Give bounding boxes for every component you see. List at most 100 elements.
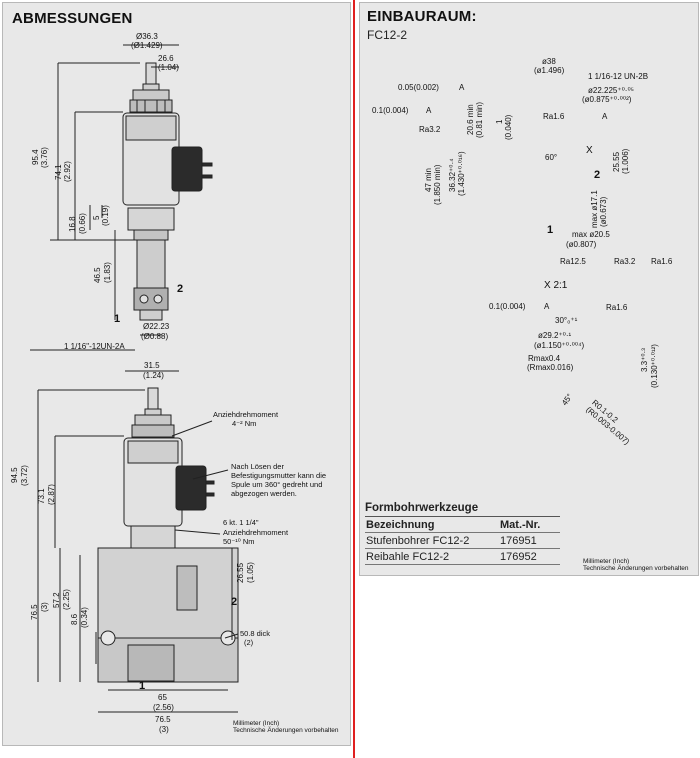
dim-8: 8.6 (70, 613, 79, 625)
dim-73: 73.1 (37, 488, 46, 504)
dim-5: 5 (92, 215, 101, 220)
port-1-top: 1 (114, 313, 121, 325)
col-bezeichnung: Bezeichnung (366, 519, 435, 531)
cav-angle: 60° (545, 153, 558, 162)
cavity-subtitle: FC12-2 (367, 28, 408, 42)
footer-right-1: Millimeter (Inch) (583, 558, 630, 565)
dim-5-in: (0.19) (101, 205, 110, 226)
cav-dia-22-in: (ø0.875⁺⁰·⁰⁰²) (582, 95, 632, 104)
torque1-label: Anziehdrehmoment (213, 410, 279, 419)
datum-a: A (602, 112, 608, 121)
detail-rmax: Rmax0.4 (528, 354, 561, 363)
tol-par-ref: A (426, 106, 432, 115)
coil-note: Nach Lösen der Befestigungsmutter kann d… (231, 462, 327, 498)
detail-x-scale: X 2:1 (544, 280, 568, 291)
dim-94-in: (3.72) (20, 465, 29, 486)
hex-spec: 6 kt. 1 1/4" (223, 518, 259, 527)
torque2-value: 50⁻¹⁰ Nm (223, 537, 255, 546)
connector (171, 146, 203, 192)
cav-dia20-in: (ø0.807) (566, 240, 597, 249)
footer-left-1: Millimeter (Inch) (233, 720, 280, 727)
cavity-panel (359, 2, 699, 576)
cav-d20-in: (0.81 min) (475, 101, 484, 138)
dim-74-in: (2.92) (63, 161, 72, 182)
detail-dia-in: (ø1.150⁺⁰·⁰⁰⁴) (534, 341, 585, 350)
cav-d47: 47 min (424, 167, 433, 192)
detail-h33-in: (0.130⁺⁰·⁰¹²) (650, 344, 659, 388)
table-row: Stufenbohrer FC12-2 176951 (365, 533, 560, 549)
detail-angle: 30°₀⁺¹ (555, 316, 578, 325)
cav-dia20: max ø20.5 (572, 230, 610, 239)
thread-spec: 1 1/16"-12UN-2A (64, 342, 125, 351)
table-row: Reibahle FC12-2 176952 (365, 549, 560, 565)
cav-dia17: max ø17.1 (590, 190, 599, 228)
port-2-top: 2 (177, 283, 184, 295)
dim-dia-bottom: Ø22.23 (143, 322, 170, 331)
torque1-value: 4⁻² Nm (232, 419, 257, 428)
dim-76-v: 76.5 (30, 604, 39, 620)
manifold-block (97, 547, 239, 639)
tools-header-row: Bezeichnung Mat.-Nr. (365, 517, 560, 533)
cav-d47-in: (1.850 min) (433, 164, 442, 205)
dim-76-h-in: (3) (159, 725, 169, 734)
cav-d1-in: (0.040) (504, 114, 513, 140)
cav-dia-22: ø22.225⁺⁰·⁰⁵ (588, 86, 634, 95)
tools-table: Formbohrwerkzeuge Bezeichnung Mat.-Nr. S… (365, 502, 560, 565)
dim-95: 95.4 (31, 149, 40, 165)
dim-26-55-in: (1.05) (246, 562, 255, 583)
dim-46-in: (1.83) (103, 262, 112, 283)
cav-d25: 25.55 (612, 151, 621, 172)
torque2-label: Anziehdrehmoment (223, 528, 289, 537)
dim-76-h: 76.5 (155, 715, 171, 724)
detail-dia: ø29.2⁺⁰·¹ (538, 331, 572, 340)
detail-rmax-in: (Rmax0.016) (527, 363, 574, 372)
footer-right-2: Technische Änderungen vorbehalten (583, 565, 689, 572)
dim-57-in: (2.25) (62, 589, 71, 610)
knob (145, 62, 157, 86)
tool-name: Stufenbohrer FC12-2 (366, 535, 470, 547)
tool-number: 176952 (500, 551, 537, 563)
dim-74: 74.1 (54, 164, 63, 180)
dim-dia-bottom-in: (Ø0.88) (141, 332, 169, 341)
cav-port-2: 2 (594, 169, 601, 181)
tol-perp: 0.05(0.002) (398, 83, 439, 92)
dim-26-55: 26.55 (236, 562, 245, 583)
cav-d25-in: (1.006) (621, 148, 630, 174)
cav-thread: 1 1/16-12 UN-2B (588, 72, 649, 81)
tol-par: 0.1(0.004) (372, 106, 409, 115)
detail-tol-ref: A (544, 302, 550, 311)
rough-16: Ra1.6 (651, 257, 673, 266)
cav-d1: 1 (495, 119, 504, 124)
dim-65: 65 (158, 693, 167, 702)
detail-tol: 0.1(0.004) (489, 302, 526, 311)
dim-31-in: (1.24) (143, 371, 164, 380)
tool-number: 176951 (500, 535, 537, 547)
dim-94: 94.5 (10, 467, 19, 483)
detail-ra16: Ra1.6 (606, 303, 628, 312)
dim-95-in: (3.76) (40, 147, 49, 168)
dim-16: 16.8 (68, 216, 77, 232)
port-1-bottom: 1 (139, 680, 146, 692)
dim-8-in: (0.34) (80, 607, 89, 628)
col-matnr: Mat.-Nr. (500, 519, 541, 531)
thickness-in: (2) (244, 638, 254, 647)
tools-caption: Formbohrwerkzeuge (365, 502, 560, 517)
detail-h33: 3.3⁺⁰·³ (640, 348, 649, 372)
dim-dia-top-in: (Ø1.429) (131, 41, 163, 50)
dim-16-in: (0.66) (78, 213, 87, 234)
cav-d20: 20.6 min (466, 104, 475, 135)
dim-76-v-in: (3) (40, 602, 49, 612)
cav-ra32: Ra3.2 (419, 125, 441, 134)
cav-dia17-in: (ø0.673) (599, 196, 608, 227)
tol-perp-ref: A (459, 83, 465, 92)
nut (132, 89, 170, 101)
rough-32: Ra3.2 (614, 257, 636, 266)
dim-26: 26.6 (158, 54, 174, 63)
dim-26-in: (1.04) (158, 63, 179, 72)
cav-port-1: 1 (547, 224, 554, 236)
cav-ra16: Ra1.6 (543, 112, 565, 121)
dimensions-title: ABMESSUNGEN (12, 10, 133, 27)
cav-d36: 36.32⁺⁰·⁴ (448, 158, 457, 192)
tool-name: Reibahle FC12-2 (366, 551, 450, 563)
dim-46: 46.5 (93, 267, 102, 283)
